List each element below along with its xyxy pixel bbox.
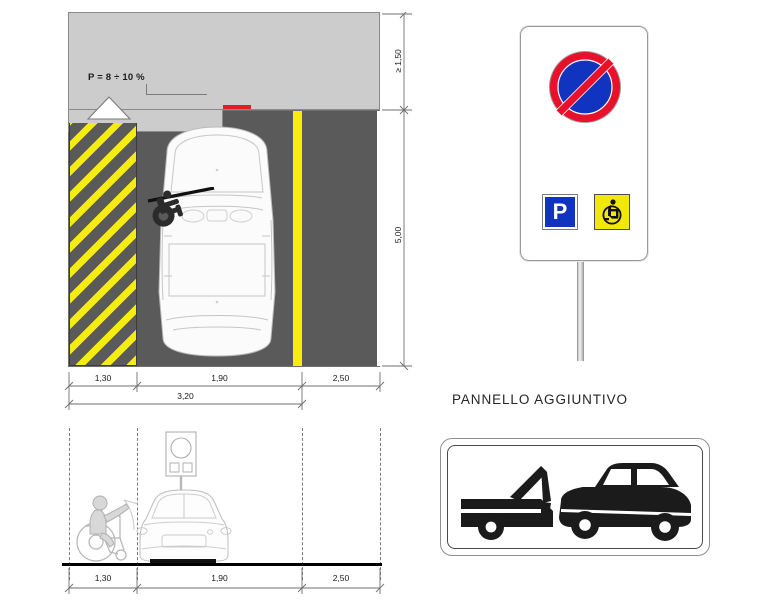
plan-view: P = 8 ÷ 10 %	[60, 12, 380, 367]
wheelchair-sign-icon	[594, 194, 630, 230]
red-reference-mark	[223, 105, 251, 109]
horizontal-dimension-set-elevation: 1,30 1,90 2,50	[60, 568, 390, 598]
wheelchair-ground-marking-icon	[152, 190, 183, 227]
plan-dimension-lines	[64, 372, 385, 410]
tow-truck-removal-icon	[461, 463, 691, 541]
slope-triangle-icon	[86, 96, 132, 120]
parking-sign-icon: P	[542, 194, 578, 230]
dimension-carriageway-width: 2,50	[332, 373, 350, 383]
hatched-transfer-zone	[69, 122, 137, 366]
yellow-boundary-stripe	[293, 111, 302, 366]
additional-panel	[440, 438, 710, 556]
white-edge-line	[377, 111, 380, 366]
car-plan-outline	[158, 126, 276, 357]
additional-panel-caption: PANNELLO AGGIUNTIVO	[452, 392, 628, 407]
dimension-stall-width: 1,90	[211, 373, 228, 383]
elevation-dimension-stall-width: 1,90	[211, 573, 228, 583]
elevation-dimension-hatch-width: 1,30	[94, 573, 112, 583]
slope-label: P = 8 ÷ 10 %	[88, 72, 145, 83]
additional-panel-border	[447, 445, 703, 549]
elevation-dimension-carriageway-width: 2,50	[332, 573, 350, 583]
slope-leader-line	[146, 84, 207, 95]
vertical-dimension-lines	[382, 9, 412, 371]
grid-line-left	[69, 428, 70, 580]
car-rear-elevation-icon	[136, 489, 232, 563]
sub-sign-group: P	[542, 194, 630, 235]
sign-post-elevation-icon	[165, 431, 197, 500]
elevation-dimension-lines	[64, 568, 385, 594]
grid-line-right	[380, 428, 381, 580]
sign-assembly: P	[508, 18, 678, 361]
sidewalk-surface	[68, 12, 380, 110]
horizontal-dimension-set-plan: 1,30 1,90 2,50 3,20	[60, 370, 390, 414]
sign-post	[577, 261, 584, 361]
dimension-total-width: 3,20	[177, 391, 194, 401]
sign-board: P	[520, 26, 648, 261]
elevation-view	[60, 428, 390, 598]
grid-line-stall-right	[302, 428, 303, 580]
vertical-dimension-set: ≥ 1,50 5,00	[382, 9, 422, 371]
dimension-hatch-width: 1,30	[94, 373, 112, 383]
wheelchair-user-elevation-icon	[76, 495, 139, 562]
ground-line	[62, 563, 382, 566]
no-parking-sign-icon	[549, 51, 621, 123]
dimension-stall-length: 5,00	[393, 226, 403, 244]
dimension-sidewalk-depth: ≥ 1,50	[393, 49, 403, 73]
